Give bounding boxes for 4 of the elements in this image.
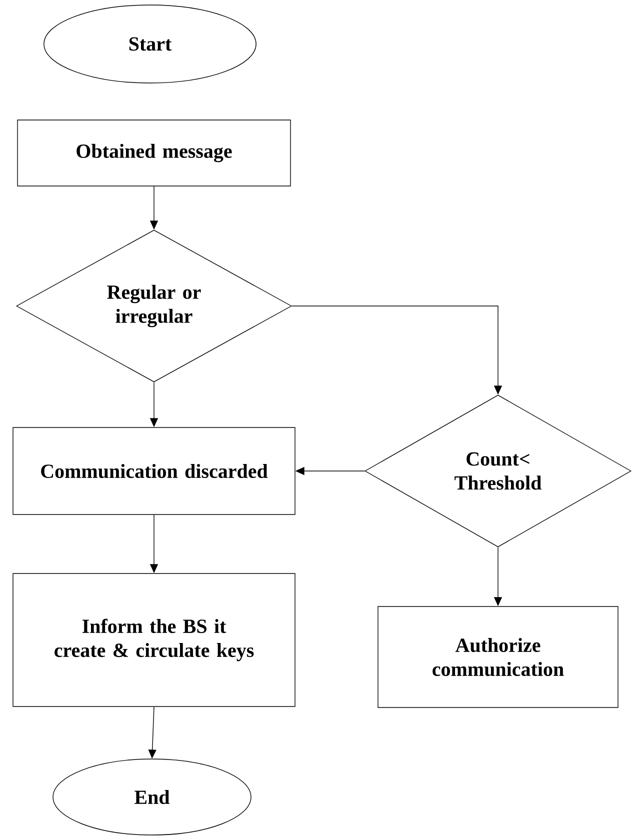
process-box: Inform the BS it create & circulate keys bbox=[12, 573, 296, 707]
process-box: Authorize communication bbox=[378, 606, 618, 708]
process-box: Communication discarded bbox=[12, 427, 296, 515]
process-box: Obtained message bbox=[17, 120, 291, 186]
